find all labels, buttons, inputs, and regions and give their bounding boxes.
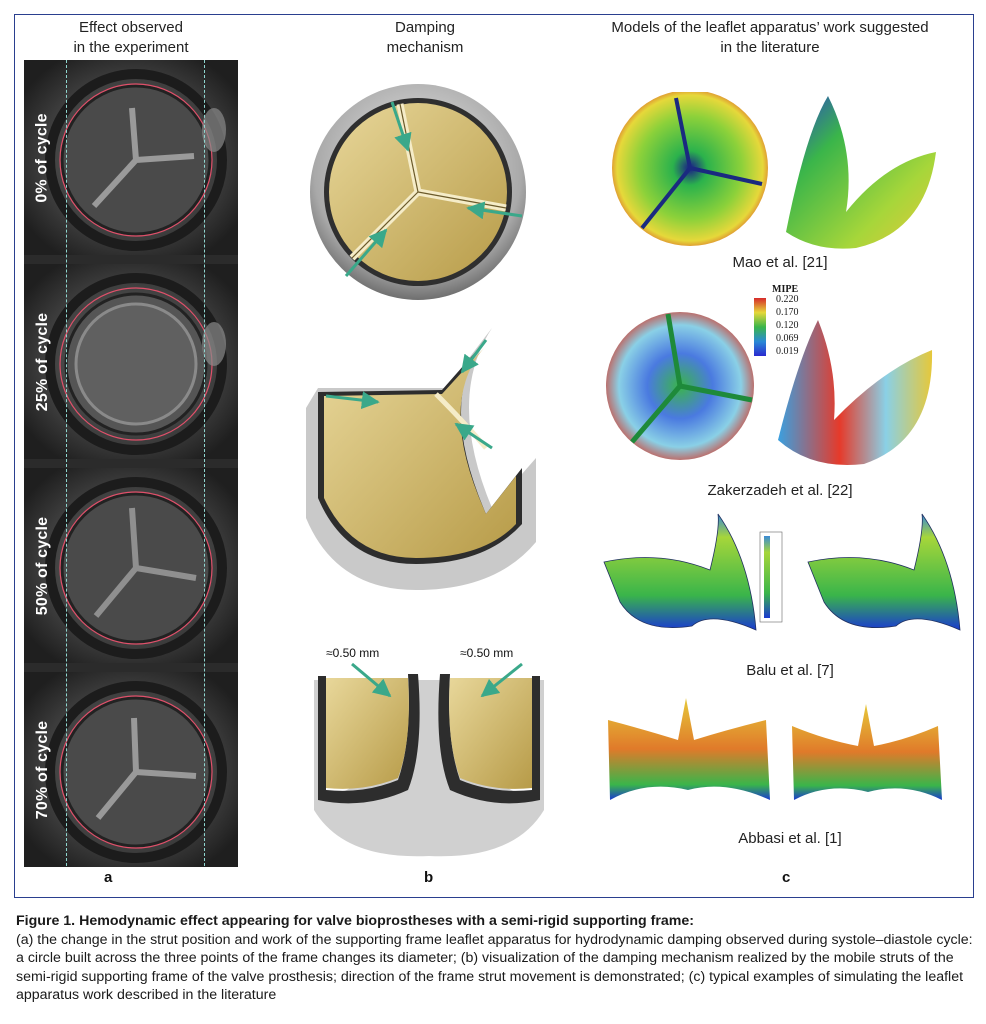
panel-letter-b: b — [424, 869, 434, 886]
mao-model-render — [612, 92, 936, 249]
dimension-left: ≈0.50 mm — [326, 646, 380, 660]
abbasi-model-render — [608, 698, 942, 800]
dimension-right: ≈0.50 mm — [460, 646, 514, 660]
model-label-mao: Mao et al. [21] — [732, 254, 828, 271]
frame-cycle-70: 70% of cycle — [24, 672, 238, 867]
frame-cycle-50: 50% of cycle — [24, 468, 238, 663]
figure-frame — [14, 14, 974, 898]
model-label-zakerzadeh: Zakerzadeh et al. [22] — [707, 482, 853, 499]
experiment-frames: 0% of cycle 25% of cycle 50% of cycle — [24, 60, 238, 867]
zakerzadeh-model-render — [606, 312, 933, 465]
cycle-label: 50% of cycle — [34, 516, 51, 615]
legend-value: 0.120 — [776, 320, 799, 331]
panel-letter-c: c — [782, 869, 791, 886]
balu-legend-bar — [759, 531, 783, 623]
figure-caption: Figure 1. Hemodynamic effect appearing f… — [16, 912, 974, 1005]
frame-cycle-0: 0% of cycle — [24, 60, 238, 255]
column-c-title: Models of the leaflet apparatus’ work su… — [611, 19, 929, 56]
guide-line-left — [66, 60, 67, 866]
legend-value: 0.069 — [776, 333, 799, 344]
column-b-title: Damping mechanism — [386, 19, 464, 56]
valve-top-view — [310, 84, 526, 300]
caption-body: (a) the change in the strut position and… — [16, 931, 973, 1004]
guide-line-right — [204, 60, 205, 866]
model-label-balu: Balu et al. [7] — [746, 662, 834, 679]
caption-title: Figure 1. Hemodynamic effect appearing f… — [16, 913, 694, 929]
legend-title: MIPE — [772, 284, 799, 295]
frame-cycle-25: 25% of cycle — [24, 264, 238, 459]
balu-model-render — [603, 513, 961, 631]
valve-perspective-view — [306, 328, 536, 590]
panel-letter-a: a — [104, 869, 113, 886]
legend-value: 0.220 — [776, 294, 799, 305]
cycle-label: 0% of cycle — [34, 112, 52, 203]
model-label-abbasi: Abbasi et al. [1] — [738, 830, 842, 847]
column-a-title: Effect observed in the experiment — [73, 19, 189, 56]
cycle-label: 25% of cycle — [34, 312, 51, 411]
legend-colorbar — [754, 298, 766, 356]
legend-value: 0.019 — [776, 346, 799, 357]
valve-front-view — [314, 662, 544, 857]
legend-value: 0.170 — [776, 307, 799, 318]
cycle-label: 70% of cycle — [34, 720, 51, 819]
